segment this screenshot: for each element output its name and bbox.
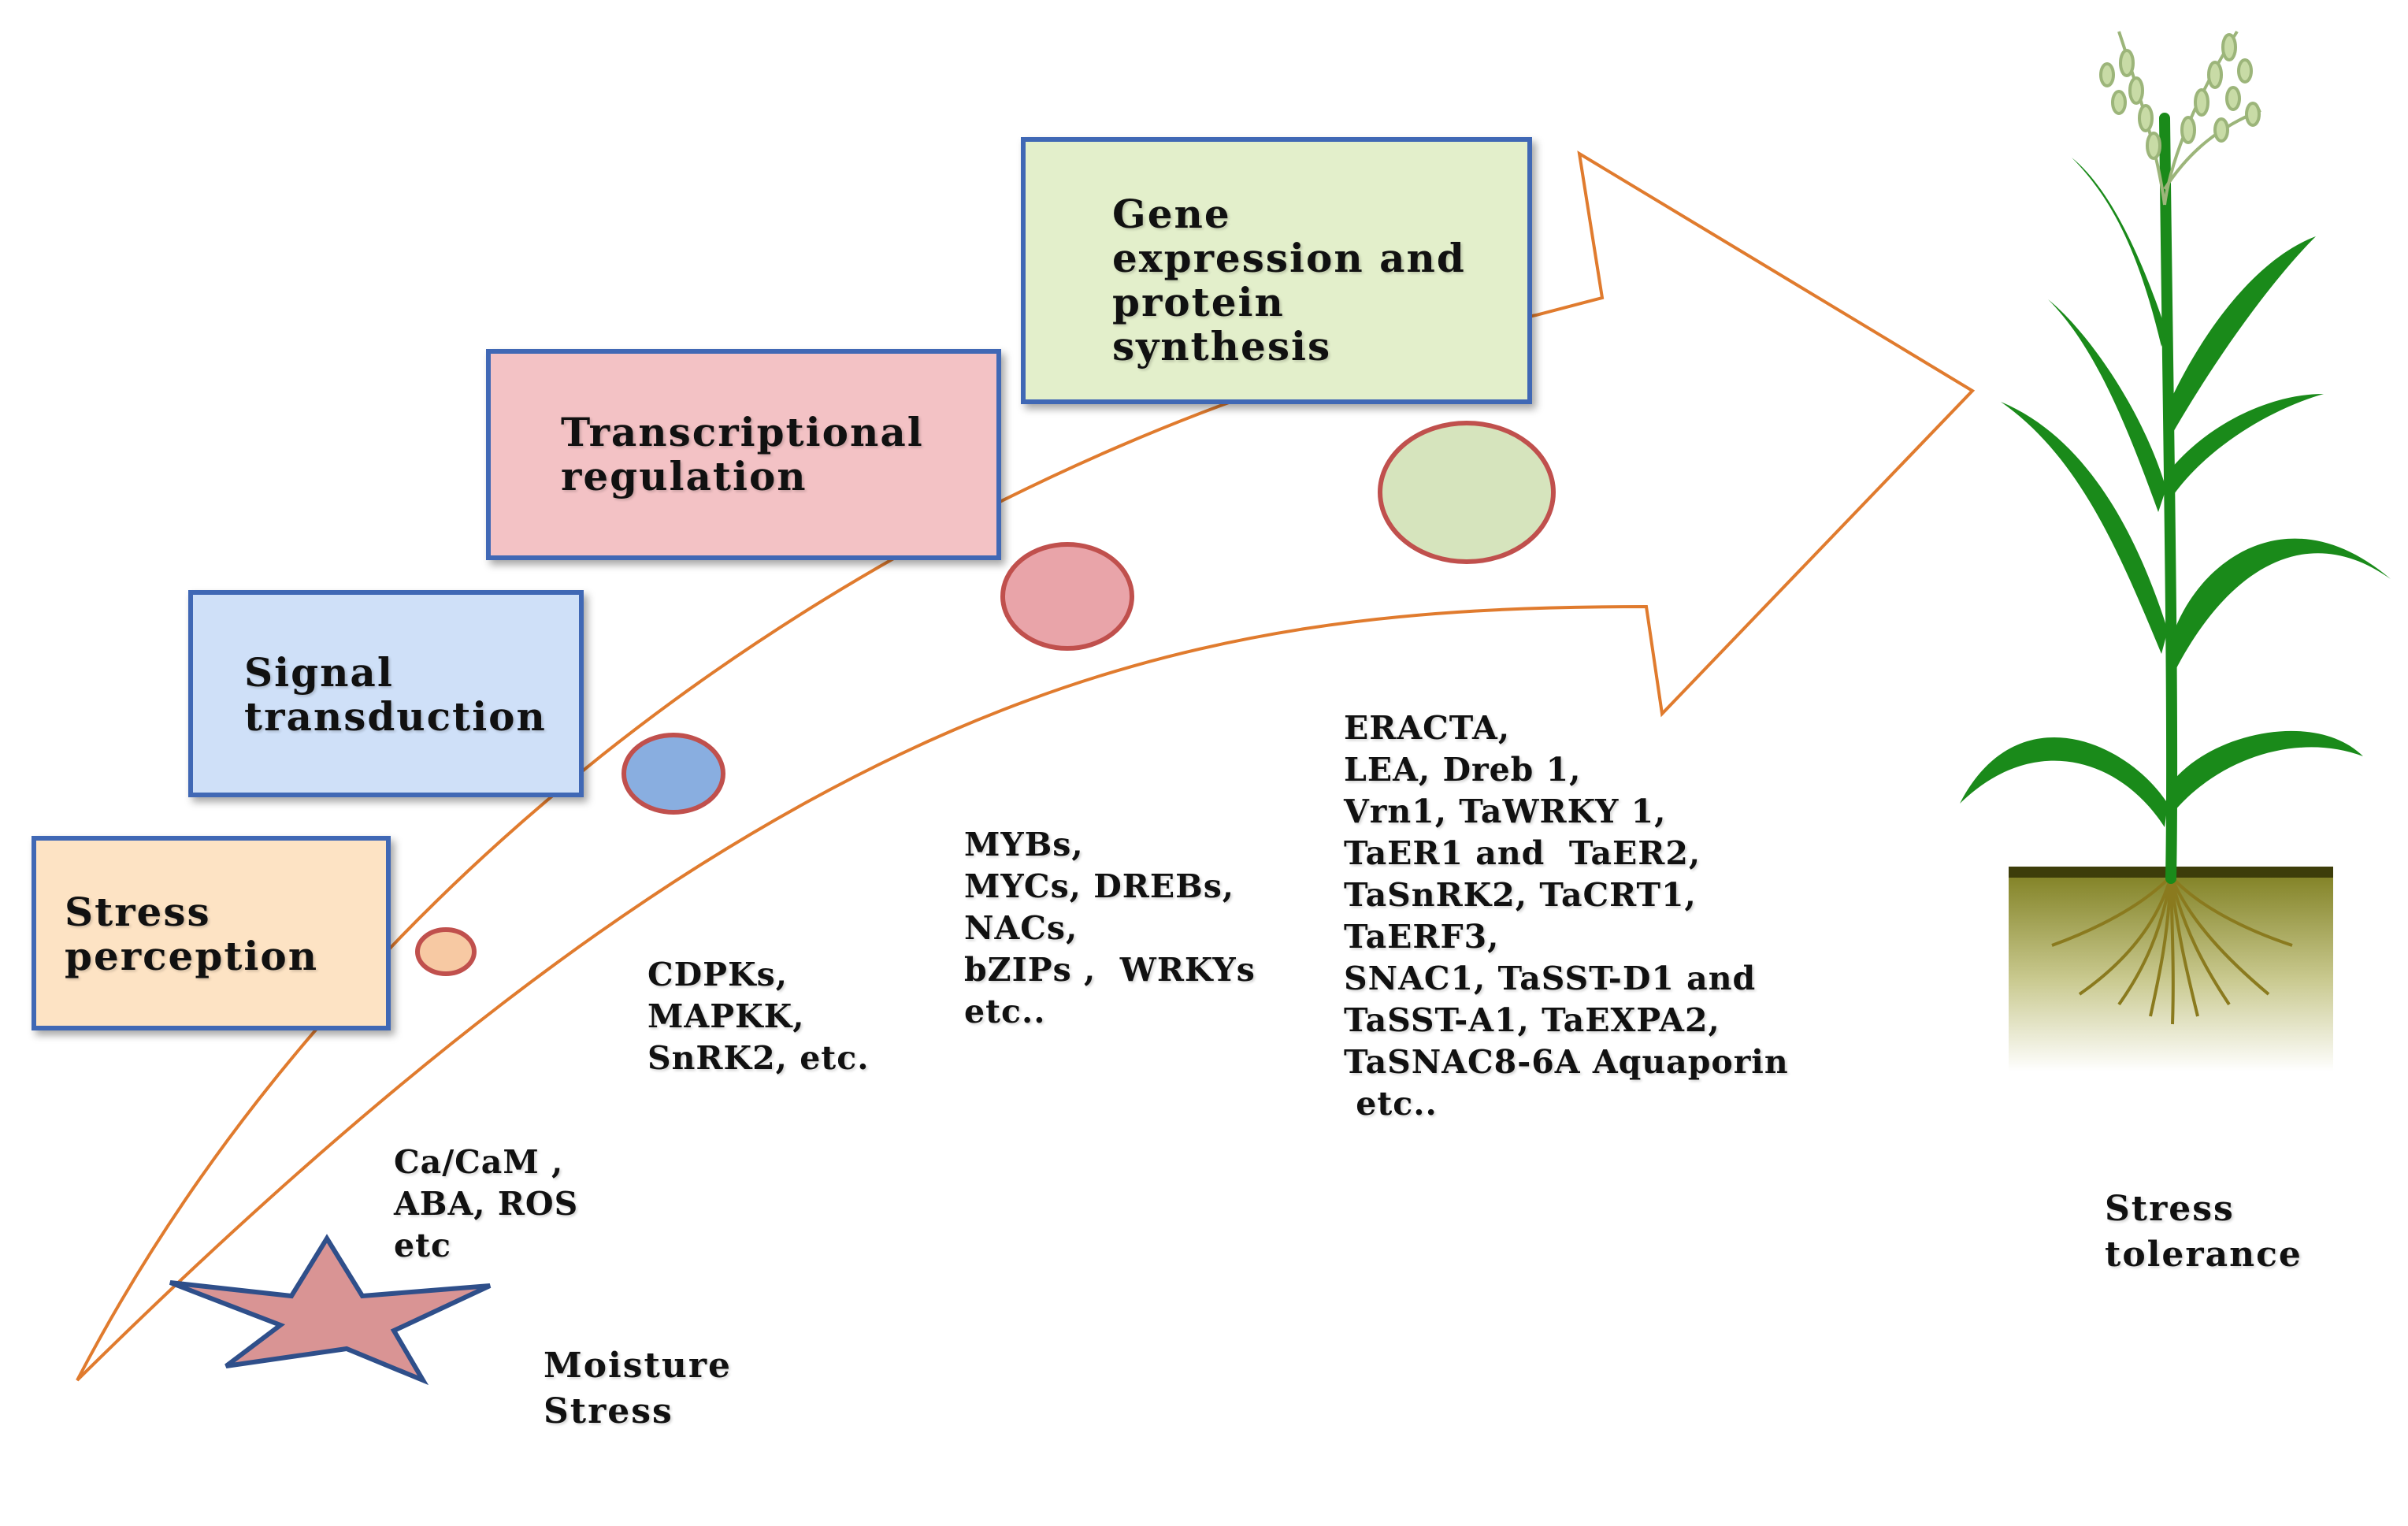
gene-list-stress-genes: ERACTA,LEA, Dreb 1,Vrn1, TaWRKY 1,TaER1 … [1344, 709, 1789, 1123]
wheat-plant-icon [1960, 30, 2391, 884]
bubble-gene-expression [1378, 421, 1556, 564]
bubble-transcriptional-regulation [1000, 542, 1134, 651]
bubble-signal-transduction [621, 733, 725, 815]
stage-box-stress-perception [32, 836, 391, 1030]
stage-box-transcriptional-regulation [486, 349, 1001, 560]
bubble-stress-perception [415, 927, 477, 976]
diagram-graphics [32, 30, 2391, 1386]
stage-box-gene-expression [1021, 137, 1532, 404]
arrow-icon [76, 150, 1976, 1382]
arrow-upper-edge [76, 150, 1976, 1382]
stage-box-signal-transduction [188, 590, 584, 797]
star-icon [169, 1234, 492, 1386]
soil-icon [2009, 867, 2333, 1071]
gene-list-signalling-kinases: CDPKs,MAPKK,SnRK2, etc. [647, 956, 870, 1077]
